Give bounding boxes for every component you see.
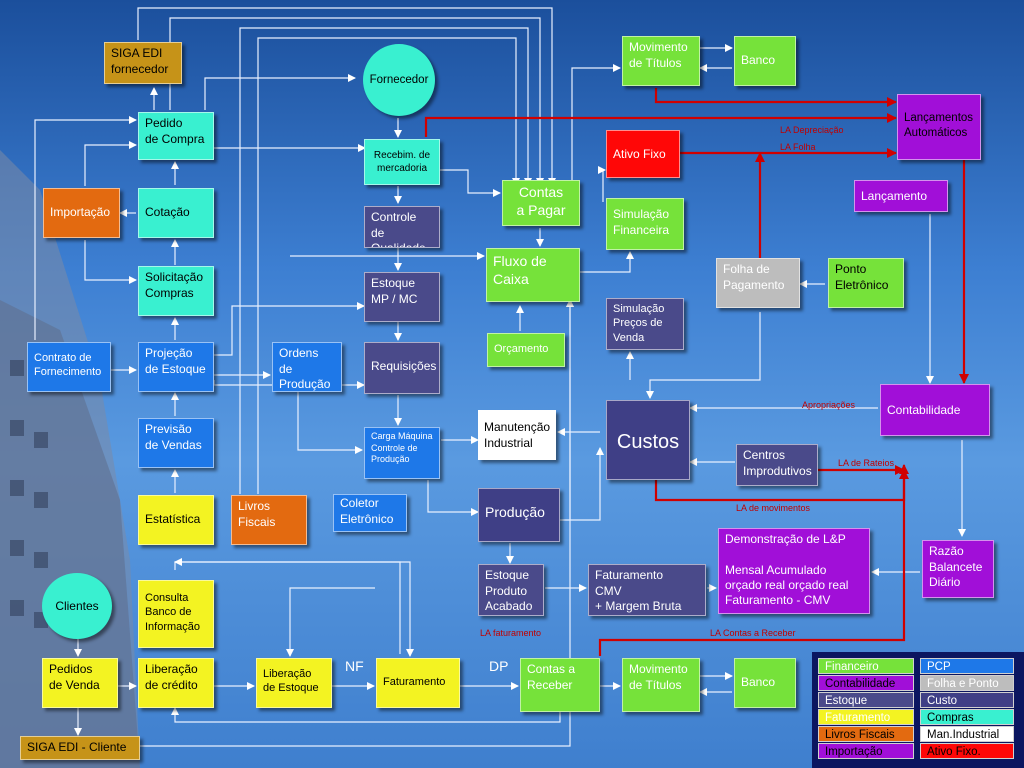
legend: Financeiro PCP Contabilidade Folha e Pon… xyxy=(812,652,1024,768)
fornecedor-circle: Fornecedor xyxy=(363,44,435,116)
ordens-producao-box: Ordens de Produção xyxy=(272,342,342,392)
legend-item: Importação xyxy=(818,743,914,759)
ponto-eletronico-box: Ponto Eletrônico xyxy=(828,258,904,308)
requisicoes-box: Requisições xyxy=(364,342,440,394)
consulta-banco-box: Consulta Banco de Informação xyxy=(138,580,214,648)
la-rateios-label: LA de Rateios xyxy=(838,458,895,468)
legend-item: Contabilidade xyxy=(818,675,914,691)
la-contas-receber-label: LA Contas a Receber xyxy=(710,628,796,638)
controle-qualidade-box: Controle de Qualidade xyxy=(364,206,440,248)
movimento-titulos-bottom-box: Movimento de Títulos xyxy=(622,658,700,712)
clientes-label: Clientes xyxy=(55,599,99,613)
movimento-titulos-top-box: Movimento de Títulos xyxy=(622,36,700,86)
legend-item: Compras xyxy=(920,709,1014,725)
legend-item: Custo xyxy=(920,692,1014,708)
estoque-produto-acabado-box: Estoque Produto Acabado xyxy=(478,564,544,616)
la-faturamento-label: LA faturamento xyxy=(480,628,542,638)
projecao-estoque-box: Projeção de Estoque xyxy=(138,342,214,392)
demonstracao-lp-box: Demonstração de L&P Mensal Acumulado orç… xyxy=(718,528,870,614)
legend-item: Ativo Fixo. xyxy=(920,743,1014,759)
liberacao-estoque-box: Liberação de Estoque xyxy=(256,658,332,708)
centros-improdutivos-box: Centros Improdutivos xyxy=(736,444,818,486)
contas-pagar-box: Contas a Pagar xyxy=(502,180,580,226)
fornecedor-label: Fornecedor xyxy=(369,74,429,86)
simulacao-financeira-box: Simulação Financeira xyxy=(606,198,684,250)
legend-item: Faturamento xyxy=(818,709,914,725)
recebim-mercadoria-box: Recebim. de mercadoria xyxy=(364,139,440,185)
fluxo-caixa-box: Fluxo de Caixa xyxy=(486,248,580,302)
previsao-vendas-box: Previsão de Vendas xyxy=(138,418,214,468)
legend-item: PCP xyxy=(920,658,1014,674)
la-depreciacao-label: LA Depreciação xyxy=(780,125,844,135)
lancamento-box: Lançamento xyxy=(854,180,948,212)
coletor-eletronico-box: Coletor Eletrônico xyxy=(333,494,407,532)
la-movimentos-label: LA de movimentos xyxy=(736,503,811,513)
cotacao-box: Cotação xyxy=(138,188,214,238)
manutencao-industrial-box: Manutenção Industrial xyxy=(478,410,556,460)
legend-item: Financeiro xyxy=(818,658,914,674)
pedidos-venda-box: Pedidos de Venda xyxy=(42,658,118,708)
legend-item: Man.Industrial xyxy=(920,726,1014,742)
siga-edi-fornecedor-box: SIGA EDI fornecedor xyxy=(104,42,182,84)
legend-item: Folha e Ponto xyxy=(920,675,1014,691)
lancamentos-automaticos-box: Lançamentos Automáticos xyxy=(897,94,981,160)
carga-maquina-box: Carga Máquina Controle de Produção xyxy=(364,427,440,479)
ativo-fixo-box: Ativo Fixo xyxy=(606,130,680,178)
custos-box: Custos xyxy=(606,400,690,480)
banco-top-box: Banco xyxy=(734,36,796,86)
apropriacoes-label: Apropriações xyxy=(802,400,856,410)
banco-bottom-box: Banco xyxy=(734,658,796,708)
estatistica-box: Estatística xyxy=(138,495,214,545)
importacao-box: Importação xyxy=(43,188,120,238)
dp-label: DP xyxy=(489,658,509,674)
liberacao-credito-box: Liberação de crédito xyxy=(138,658,214,708)
solicitacao-compras-box: Solicitação Compras xyxy=(138,266,214,316)
siga-edi-cliente-box: SIGA EDI - Cliente xyxy=(20,736,140,760)
clientes-circle: Clientes xyxy=(42,573,112,639)
la-folha-label: LA Folha xyxy=(780,142,816,152)
pedido-compra-box: Pedido de Compra xyxy=(138,112,214,160)
producao-box: Produção xyxy=(478,488,560,542)
contabilidade-box: Contabilidade xyxy=(880,384,990,436)
contrato-fornecimento-box: Contrato de Fornecimento xyxy=(27,342,111,392)
faturamento-box: Faturamento xyxy=(376,658,460,708)
legend-item: Estoque xyxy=(818,692,914,708)
folha-pagamento-box: Folha de Pagamento xyxy=(716,258,800,308)
simulacao-precos-box: Simulação Preços de Venda xyxy=(606,298,684,350)
orcamento-box: Orçamento xyxy=(487,333,565,367)
razao-balancete-box: Razão Balancete Diário xyxy=(922,540,994,598)
livros-fiscais-box: Livros Fiscais xyxy=(231,495,307,545)
estoque-mp-mc-box: Estoque MP / MC xyxy=(364,272,440,322)
contas-receber-box: Contas a Receber xyxy=(520,658,600,712)
nf-label: NF xyxy=(345,658,364,674)
legend-item: Livros Fiscais xyxy=(818,726,914,742)
faturamento-cmv-box: Faturamento CMV + Margem Bruta xyxy=(588,564,706,616)
